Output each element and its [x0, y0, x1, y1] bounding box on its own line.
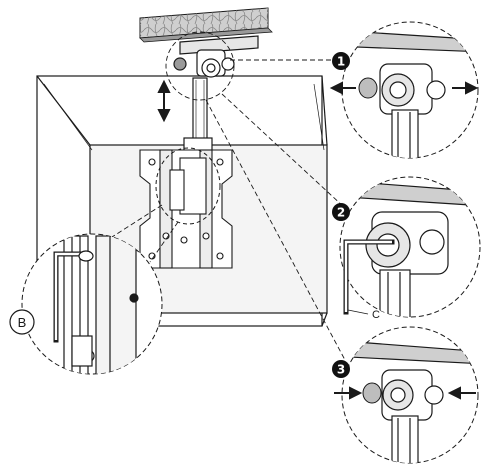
step-number-1: 1: [337, 55, 345, 69]
vesa-plate: [139, 149, 233, 269]
callout-step-2: C: [339, 176, 481, 321]
callout-b-label: B: [18, 315, 27, 330]
callout-leader-lines: [111, 31, 346, 361]
step-badge-2: 2: [332, 203, 350, 221]
callout-step-3: [334, 326, 479, 464]
callout-step-1: [329, 21, 479, 159]
knob-cap-1: [358, 77, 378, 99]
double-arrow-vertical-icon: [157, 79, 171, 123]
arrow-right-icon: [452, 81, 479, 95]
detail-marker-ellipse: [155, 147, 221, 225]
hex-key-label: C: [372, 309, 380, 321]
step-number-2: 2: [337, 206, 345, 220]
step-badge-1: 1: [332, 52, 350, 70]
callout-b-marker: B: [9, 309, 35, 335]
knob-cap-3: [362, 382, 382, 404]
step-number-3: 3: [337, 363, 345, 377]
arrow-left-icon: [329, 81, 356, 95]
ceiling-block: [139, 7, 273, 43]
callout-detail-b: [21, 233, 163, 375]
arrow-left-icon: [447, 386, 476, 400]
step-badge-3: 3: [332, 360, 350, 378]
arrow-right-icon: [334, 386, 363, 400]
